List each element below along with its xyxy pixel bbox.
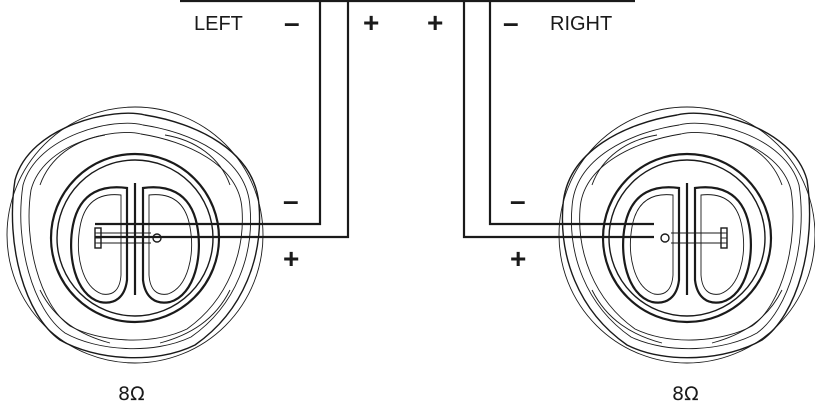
right-speaker xyxy=(557,105,815,365)
right-channel-pos-sign: + xyxy=(427,7,443,38)
right-speaker-neg-sign: – xyxy=(510,185,526,216)
left-speaker-impedance: 8Ω xyxy=(118,383,145,405)
left-channel-label: LEFT xyxy=(194,13,243,35)
right-speaker-impedance: 8Ω xyxy=(672,383,699,405)
left-pos-wire xyxy=(95,1,350,239)
right-channel-label: RIGHT xyxy=(550,13,612,35)
right-channel-neg-sign: – xyxy=(503,7,519,38)
left-speaker-neg-sign: – xyxy=(283,185,299,216)
left-speaker xyxy=(5,105,265,365)
left-speaker-pos-sign: + xyxy=(283,243,299,274)
left-channel-pos-sign: + xyxy=(363,7,379,38)
left-channel-neg-sign: – xyxy=(284,7,300,38)
left-neg-wire xyxy=(95,1,322,226)
right-speaker-pos-sign: + xyxy=(510,243,526,274)
right-neg-wire xyxy=(488,1,654,226)
right-pos-wire xyxy=(462,1,654,239)
